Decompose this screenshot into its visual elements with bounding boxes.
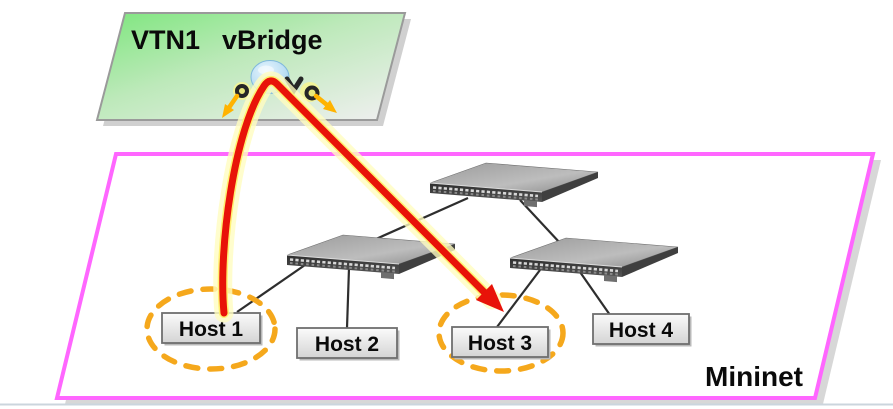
flow-arrowhead-icon <box>476 284 504 312</box>
host2-label: Host 2 <box>315 333 379 356</box>
vbridge-port-icon <box>235 84 249 98</box>
host1-node: Host 1 <box>161 312 263 346</box>
link-switchright-host4 <box>579 271 611 316</box>
vbridge-label: vBridge <box>222 25 323 55</box>
link-switchtop-switchright <box>519 199 561 244</box>
host2-node: Host 2 <box>296 327 400 361</box>
flow-path <box>213 71 504 323</box>
port-map-arrow-left-icon <box>222 93 240 118</box>
host4-label: Host 4 <box>609 319 674 342</box>
link-switchright-host3 <box>496 269 541 328</box>
flow-line <box>219 77 490 317</box>
mininet-label: Mininet <box>705 361 803 392</box>
host3-highlight-ellipse <box>436 292 566 374</box>
host1-label: Host 1 <box>179 318 244 341</box>
port-map-arrow-right-icon <box>313 93 337 113</box>
link-switchleft-host1 <box>236 264 306 313</box>
host3-node: Host 3 <box>451 326 551 360</box>
vtn-name-label: VTN1 <box>131 25 200 55</box>
vtn-panel <box>95 12 407 121</box>
host4-node: Host 4 <box>592 313 692 347</box>
host3-label: Host 3 <box>468 332 532 355</box>
host1-highlight-ellipse <box>144 286 278 372</box>
link-switchleft-host2 <box>345 267 351 329</box>
